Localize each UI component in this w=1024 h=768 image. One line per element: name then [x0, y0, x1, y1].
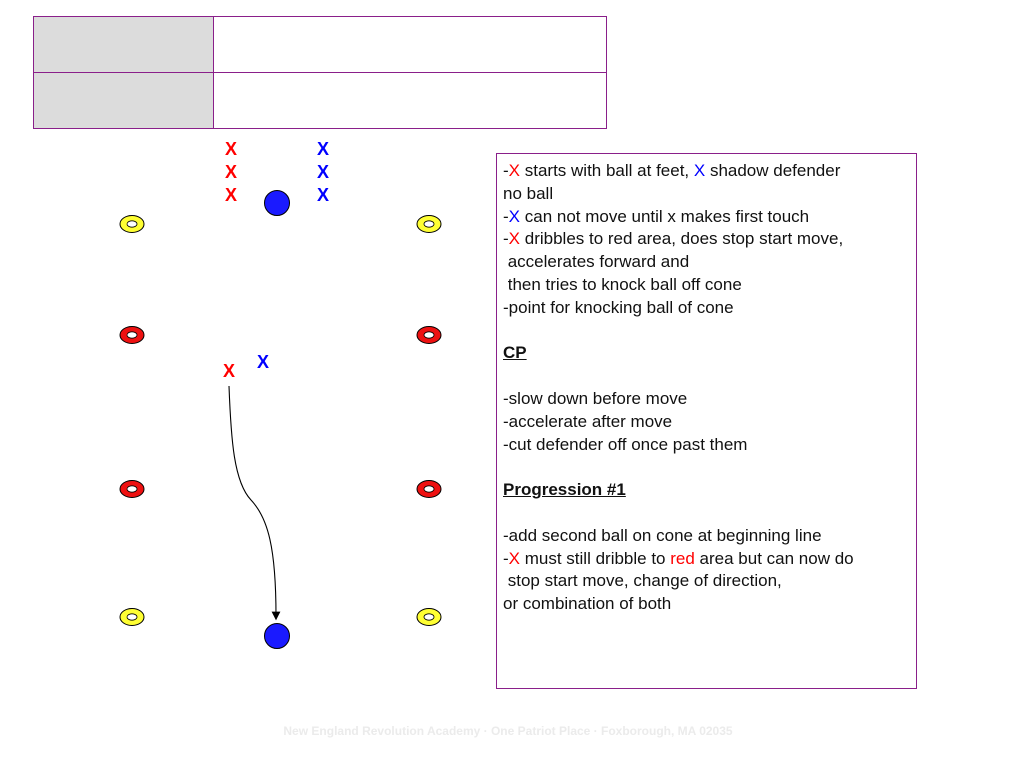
- yellow-cone-icon: [423, 220, 435, 228]
- yellow-cone-icon: [126, 220, 138, 228]
- defender-x-text: X: [508, 206, 521, 226]
- red-cone-icon: [423, 331, 435, 339]
- dash-text: -: [503, 206, 509, 226]
- defender-x-icon: X: [317, 162, 329, 182]
- cone-group: [119, 215, 442, 626]
- cp-heading: CP: [503, 343, 527, 363]
- progression-line: -add second ball on cone at beginning li…: [503, 525, 822, 545]
- cp-item: -accelerate after move: [503, 411, 673, 431]
- progression-line: stop start move, change of direction,: [503, 571, 782, 591]
- red-word-text: red: [670, 548, 695, 568]
- notes-text: area but can now do: [694, 548, 854, 568]
- header-value-cell: [213, 72, 607, 129]
- ball-icon: [264, 190, 290, 216]
- spacer: [503, 502, 908, 525]
- progression-line: -X must still dribble to red area but ca…: [503, 548, 908, 571]
- defender-x-icon: X: [317, 139, 329, 159]
- header-row: [33, 72, 607, 129]
- defender-x-icon: X: [317, 185, 329, 205]
- attacker-x-text: X: [508, 548, 521, 568]
- dash-text: -: [503, 548, 509, 568]
- notes-line: -point for knocking ball of cone: [503, 297, 734, 317]
- dash-text: -: [503, 229, 509, 249]
- notes-text: dribbles to red area, does stop start mo…: [520, 229, 844, 249]
- header-label-cell: [33, 16, 214, 73]
- red-cone-icon: [423, 485, 435, 493]
- coaching-notes-box: -X starts with ball at feet, X shadow de…: [496, 153, 917, 689]
- notes-line: accelerates forward and: [503, 252, 690, 272]
- dribble-path-arrow: [228, 385, 281, 621]
- defender-x-text: X: [693, 161, 706, 180]
- notes-line: -X dribbles to red area, does stop start…: [503, 228, 908, 251]
- cp-item: -slow down before move: [503, 388, 688, 408]
- notes-text: must still dribble to: [520, 548, 671, 568]
- progression-heading: Progression #1: [503, 480, 626, 500]
- spacer: [503, 365, 908, 388]
- attacker-x-icon: X: [225, 139, 237, 159]
- header-table: [33, 16, 607, 129]
- attacker-x-icon: X: [225, 162, 237, 182]
- notes-text: shadow defender: [705, 161, 841, 180]
- notes-line: no ball: [503, 183, 554, 203]
- attacker-x-icon: X: [225, 185, 237, 205]
- defender-x-icon: X: [257, 352, 269, 372]
- spacer: [503, 320, 908, 343]
- red-cone-icon: [126, 485, 138, 493]
- yellow-cone-icon: [423, 613, 435, 621]
- footer-text: New England Revolution Academy · One Pat…: [283, 724, 733, 738]
- notes-text: starts with ball at feet,: [520, 161, 694, 180]
- yellow-cone-icon: [126, 613, 138, 621]
- notes-text: can not move until x makes first touch: [520, 206, 810, 226]
- header-label-cell: [33, 72, 214, 129]
- ball-icon: [264, 623, 290, 649]
- cp-item: -cut defender off once past them: [503, 434, 748, 454]
- spacer: [503, 456, 908, 479]
- notes-line: -X can not move until x makes first touc…: [503, 206, 908, 229]
- notes-line: -X starts with ball at feet, X shadow de…: [503, 160, 908, 183]
- notes-line: then tries to knock ball off cone: [503, 274, 742, 294]
- red-cone-icon: [126, 331, 138, 339]
- dash-text: -: [503, 161, 509, 180]
- attacker-x-icon: X: [223, 361, 235, 381]
- attacker-x-text: X: [508, 229, 521, 249]
- progression-line: or combination of both: [503, 594, 672, 614]
- attacker-x-text: X: [508, 161, 521, 180]
